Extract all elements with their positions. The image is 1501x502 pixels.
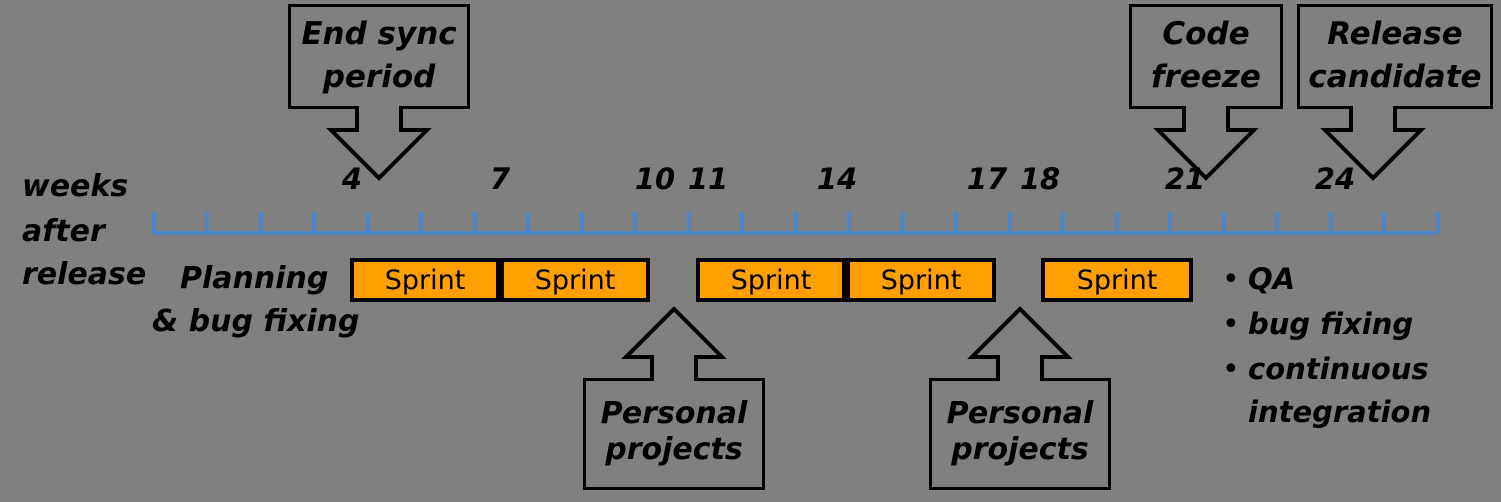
callout-end-sync-period-line1: End sync xyxy=(301,16,457,52)
callout-release-candidate-line2: candidate xyxy=(1308,59,1482,95)
sprint-box-3[interactable]: Sprint xyxy=(696,258,846,302)
callout-personal-projects-2-line1: Personal xyxy=(946,396,1094,431)
timeline-axis xyxy=(152,212,1440,235)
callout-personal-projects-1-line1: Personal xyxy=(600,396,748,431)
arrow-up-personal-projects-1 xyxy=(621,306,727,378)
planning-label-line-2: & bug fixing xyxy=(152,304,360,339)
tick-label-7: 7 xyxy=(489,162,511,196)
tick-label-17: 17 xyxy=(966,162,1008,196)
axis-label-line-2: after xyxy=(22,214,105,249)
list-item-continuous-integration-labels: continuous integration xyxy=(1248,348,1431,434)
callout-code-freeze-line2: freeze xyxy=(1151,59,1261,95)
sprint-box-4[interactable]: Sprint xyxy=(846,258,996,302)
sprint-box-1[interactable]: Sprint xyxy=(350,258,500,302)
axis-label-line-1: weeks xyxy=(22,169,129,204)
list-item-bug-fixing: • bug fixing xyxy=(1222,303,1501,346)
sprint-box-2[interactable]: Sprint xyxy=(500,258,650,302)
tick-label-18: 18 xyxy=(1019,162,1061,196)
tick-label-4: 4 xyxy=(341,162,363,196)
list-item-qa-label: QA xyxy=(1248,262,1296,296)
sprint-box-4-label: Sprint xyxy=(880,264,962,296)
arrow-up-personal-projects-2 xyxy=(967,306,1073,378)
axis-ticks xyxy=(152,212,1440,233)
callout-release-candidate[interactable]: Release xyxy=(1297,4,1493,109)
tick-label-21: 21 xyxy=(1164,162,1206,196)
planning-label-line-1: Planning xyxy=(180,261,329,296)
tick-label-10: 10 xyxy=(634,162,676,196)
callout-personal-projects-2-line2: projects xyxy=(951,432,1089,467)
sprint-box-3-label: Sprint xyxy=(730,264,812,296)
axis-label-line-3: release xyxy=(22,257,147,292)
bullet-icon: • xyxy=(1222,262,1240,297)
callout-end-sync-period-line2: period xyxy=(322,59,436,95)
activities-list: • QA • bug fixing • continuous integrati… xyxy=(1222,258,1501,436)
tick-label-24: 24 xyxy=(1314,162,1356,196)
list-item-qa: • QA xyxy=(1222,258,1501,301)
list-item-continuous-integration: • continuous integration xyxy=(1222,348,1501,434)
tick-label-14: 14 xyxy=(816,162,858,196)
callout-code-freeze-line1: Code xyxy=(1162,16,1250,52)
bullet-icon: • xyxy=(1222,352,1240,387)
list-item-bug-fixing-label: bug fixing xyxy=(1248,307,1414,341)
sprint-box-2-label: Sprint xyxy=(534,264,616,296)
bullet-icon: • xyxy=(1222,307,1240,342)
list-item-continuous-integration-line1: continuous xyxy=(1248,352,1429,386)
sprint-box-5-label: Sprint xyxy=(1076,264,1158,296)
tick-label-11: 11 xyxy=(687,162,729,196)
callout-personal-projects-1-line2: projects xyxy=(605,432,743,467)
sprint-box-5[interactable]: Sprint xyxy=(1041,258,1193,302)
sprint-box-1-label: Sprint xyxy=(384,264,466,296)
callout-release-candidate-line1: Release xyxy=(1327,16,1463,52)
list-item-continuous-integration-line2: integration xyxy=(1248,395,1432,429)
